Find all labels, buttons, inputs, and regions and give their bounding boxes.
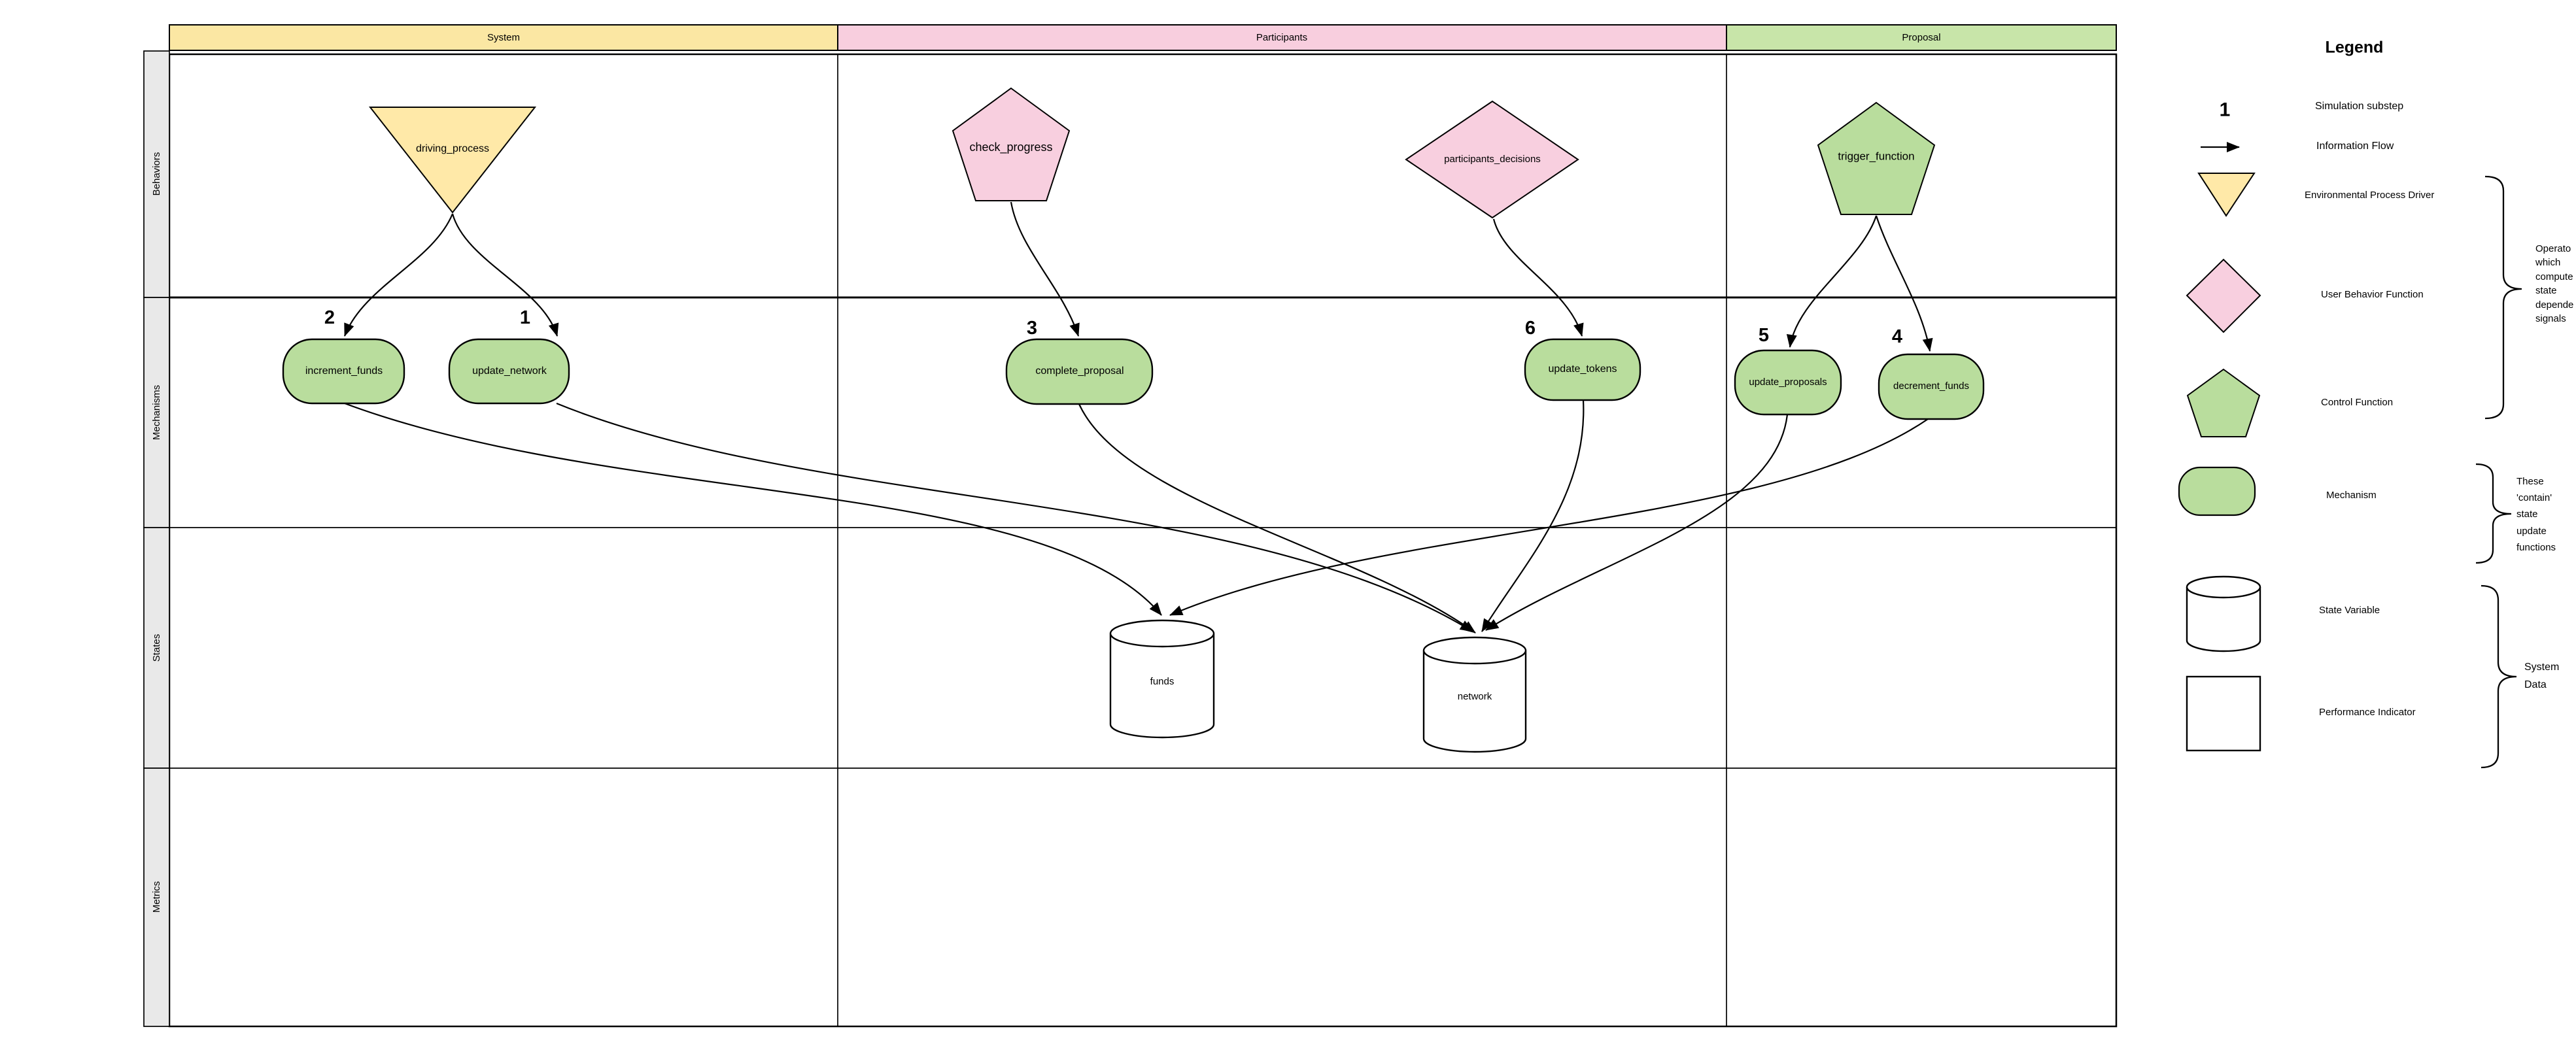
legend-simulation-substep: Simulation substep — [2315, 101, 2404, 112]
mechanism-note-line: update — [2516, 525, 2547, 537]
edge-complete_proposal-network — [1078, 403, 1476, 633]
check_progress-pentagon[interactable] — [952, 87, 1071, 201]
user-behavior-function-swatch — [2186, 258, 2261, 333]
column-header-participants: Participants — [1256, 31, 1308, 43]
operator-note-line: Operato — [2535, 243, 2571, 254]
increment_funds-label: increment_funds — [305, 365, 383, 377]
complete_proposal-pill[interactable] — [1005, 338, 1154, 405]
network-label: network — [1457, 690, 1492, 702]
row-label-cell-mechanisms — [143, 297, 170, 528]
column-header-system: System — [487, 31, 521, 43]
legend-glyphs — [2178, 142, 2522, 769]
legend-information-flow: Information Flow — [2316, 141, 2394, 152]
mechanism-note-line: These — [2516, 475, 2544, 487]
update_proposals-label: update_proposals — [1749, 376, 1827, 388]
operator-note-brace — [2484, 175, 2522, 420]
edge-update_network-network — [556, 402, 1473, 632]
edge-decrement_funds-funds — [1169, 418, 1929, 616]
row-label-mechanisms: Mechanisms — [150, 384, 162, 441]
substep-number-update_proposals: 5 — [1758, 325, 1770, 346]
system-data-line: System — [2524, 662, 2560, 673]
substep-number-update_tokens: 6 — [1524, 318, 1536, 339]
edge-check_progress-complete_proposal — [1010, 201, 1080, 337]
performance-indicator-swatch — [2186, 675, 2261, 752]
column-header-proposal: Proposal — [1902, 31, 1941, 43]
legend-environmental-process-driver: Environmental Process Driver — [2305, 189, 2435, 201]
complete_proposal-label: complete_proposal — [1035, 365, 1124, 377]
header-cell-system — [169, 24, 838, 51]
network-cylinder[interactable] — [1422, 636, 1527, 753]
operator-note-line: which — [2535, 256, 2561, 268]
trigger_function-label: trigger_function — [1838, 150, 1915, 163]
operator-note-line: compute — [2535, 271, 2573, 282]
mechanism-note-line: state — [2516, 508, 2538, 520]
mechanism-note-brace — [2475, 463, 2512, 564]
update_network-pill[interactable] — [448, 338, 570, 405]
driving_process-label: driving_process — [415, 143, 490, 155]
control-function-swatch — [2186, 368, 2261, 437]
substep-number-increment_funds: 2 — [324, 307, 335, 329]
operator-note-line: signals — [2535, 312, 2566, 324]
edge-driving_process-increment_funds — [343, 213, 454, 337]
participants_decisions-diamond[interactable] — [1405, 100, 1579, 219]
header-cell-proposal — [1726, 24, 2117, 51]
edge-trigger_function-decrement_funds — [1875, 215, 1933, 352]
check_progress-label: check_progress — [969, 141, 1053, 154]
row-label-states: States — [150, 633, 162, 662]
legend-state-variable: State Variable — [2319, 604, 2380, 616]
legend-mechanism: Mechanism — [2326, 489, 2377, 501]
update_tokens-pill[interactable] — [1524, 338, 1641, 401]
operator-note-line: state — [2535, 284, 2557, 296]
decrement_funds-label: decrement_funds — [1893, 380, 1969, 392]
substep-number-decrement_funds: 4 — [1891, 326, 1903, 348]
update_proposals-pill[interactable] — [1734, 349, 1842, 416]
funds-cylinder[interactable] — [1109, 619, 1215, 739]
legend-title: Legend — [2325, 38, 2384, 57]
edge-increment_funds-funds — [344, 402, 1162, 616]
trigger_function-pentagon[interactable] — [1817, 101, 1936, 215]
substep-number-update_network: 1 — [519, 307, 531, 329]
update_network-label: update_network — [472, 365, 547, 377]
row-label-cell-metrics — [143, 768, 170, 1027]
substep-number-complete_proposal: 3 — [1026, 318, 1038, 339]
operator-note-line: depende — [2535, 299, 2574, 311]
driving_process-triangle[interactable] — [368, 107, 537, 214]
state-variable-swatch — [2186, 575, 2261, 652]
edge-update_tokens-network — [1481, 399, 1585, 632]
edge-update_proposals-network — [1485, 414, 1789, 631]
row-label-behaviors: Behaviors — [150, 152, 162, 196]
environmental-process-driver-swatch — [2197, 173, 2256, 217]
participants_decisions-label: participants_decisions — [1444, 153, 1541, 165]
header-cell-participants — [837, 24, 1727, 51]
decrement_funds-pill[interactable] — [1878, 353, 1985, 420]
increment_funds-pill[interactable] — [282, 338, 405, 405]
row-label-cell-states — [143, 527, 170, 769]
legend-performance-indicator: Performance Indicator — [2319, 706, 2416, 718]
legend-substep-symbol: 1 — [2219, 99, 2231, 121]
mechanism-swatch — [2178, 466, 2256, 516]
mechanism-note-line: 'contain' — [2516, 492, 2552, 503]
system-data-line: Data — [2524, 679, 2547, 691]
legend-user-behavior-function: User Behavior Function — [2321, 288, 2424, 300]
row-label-cell-behaviors — [143, 50, 170, 298]
mechanism-note-line: functions — [2516, 541, 2556, 553]
legend-control-function: Control Function — [2321, 396, 2394, 408]
edge-driving_process-update_network — [451, 213, 559, 337]
information-flow-edges — [343, 201, 1933, 633]
system-data-brace — [2481, 584, 2517, 769]
row-label-metrics: Metrics — [150, 881, 162, 913]
swimlane-grid — [143, 24, 2118, 1028]
edge-trigger_function-update_proposals — [1786, 215, 1878, 348]
edge-participants_decisions-update_tokens — [1492, 218, 1584, 337]
funds-label: funds — [1150, 675, 1175, 687]
update_tokens-label: update_tokens — [1548, 363, 1617, 375]
